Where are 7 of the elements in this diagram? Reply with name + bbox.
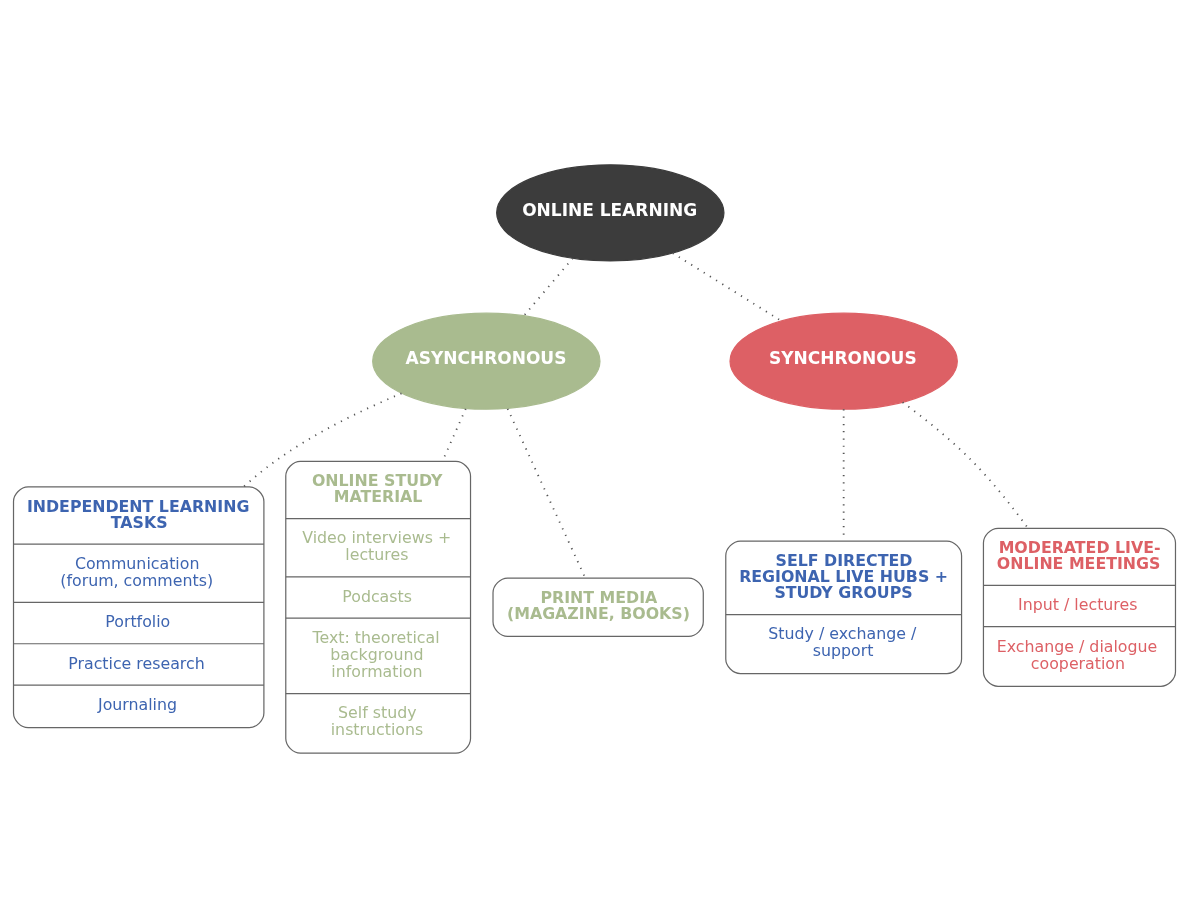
node-ellipse: SYNCHRONOUS: [729, 312, 958, 410]
connector: [523, 257, 574, 317]
connector: [242, 392, 403, 488]
node-ellipse: ASYNCHRONOUS: [372, 312, 601, 410]
connector: [901, 401, 1029, 530]
node-ellipse: ONLINE LEARNING: [496, 164, 725, 262]
connector: [506, 407, 587, 579]
